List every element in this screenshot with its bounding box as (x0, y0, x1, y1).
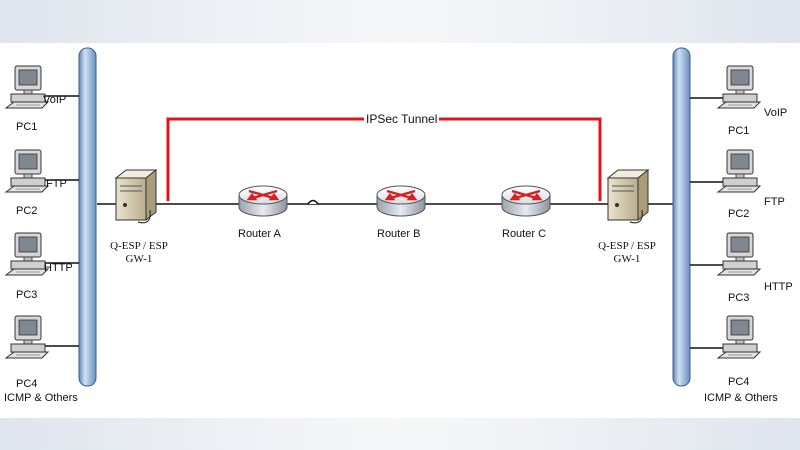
left-pc2-icon (5, 149, 49, 193)
tunnel-label: IPSec Tunnel (364, 112, 440, 126)
left-gateway-line1: Q-ESP / ESP (110, 240, 168, 252)
right-pc2-name: PC2 (728, 208, 750, 220)
left-pc1-service: VoIP (43, 94, 67, 106)
left-pc3-service: HTTP (44, 262, 73, 274)
top-band (0, 0, 800, 43)
right-gateway-line1: Q-ESP / ESP (598, 240, 656, 252)
right-gateway-server-icon (606, 168, 650, 224)
right-pc3-service: HTTP (764, 281, 793, 293)
left-pc4-name: PC4 (16, 378, 38, 390)
right-gateway-line2: GW-1 (613, 253, 641, 265)
right-pc1-icon (717, 65, 761, 109)
right-pc3-icon (717, 232, 761, 276)
left-gateway-label: Q-ESP / ESP GW-1 (104, 240, 174, 266)
router-c-label: Router C (502, 228, 547, 240)
right-pc2-service: FTP (764, 196, 785, 208)
right-pc3-name: PC3 (728, 292, 750, 304)
right-pc2-icon (717, 149, 761, 193)
router-a-label: Router A (238, 228, 281, 240)
left-pc1-icon (5, 65, 49, 109)
left-bus (78, 47, 97, 387)
left-pc3-name: PC3 (16, 289, 38, 301)
left-pc2-service: FTP (46, 178, 67, 190)
right-gateway-label: Q-ESP / ESP GW-1 (592, 240, 662, 266)
right-pc1-name: PC1 (728, 125, 750, 137)
router-a-icon (238, 185, 288, 217)
left-pc2-name: PC2 (16, 205, 38, 217)
right-bus (672, 47, 691, 387)
right-pc4-name: PC4 (728, 376, 750, 388)
left-pc4-service: ICMP & Others (4, 392, 78, 404)
router-b-icon (376, 185, 426, 217)
right-pc4-service: ICMP & Others (704, 392, 778, 404)
right-pc4-icon (717, 315, 761, 359)
router-b-label: Router B (377, 228, 421, 240)
left-gateway-server-icon (114, 168, 158, 224)
right-pc1-service: VoIP (764, 107, 788, 119)
left-pc3-icon (5, 232, 49, 276)
left-gateway-line2: GW-1 (125, 253, 153, 265)
left-pc4-icon (5, 315, 49, 359)
router-c-icon (501, 185, 551, 217)
bottom-band (0, 418, 800, 450)
left-pc1-name: PC1 (16, 121, 38, 133)
link-hop (307, 199, 319, 205)
